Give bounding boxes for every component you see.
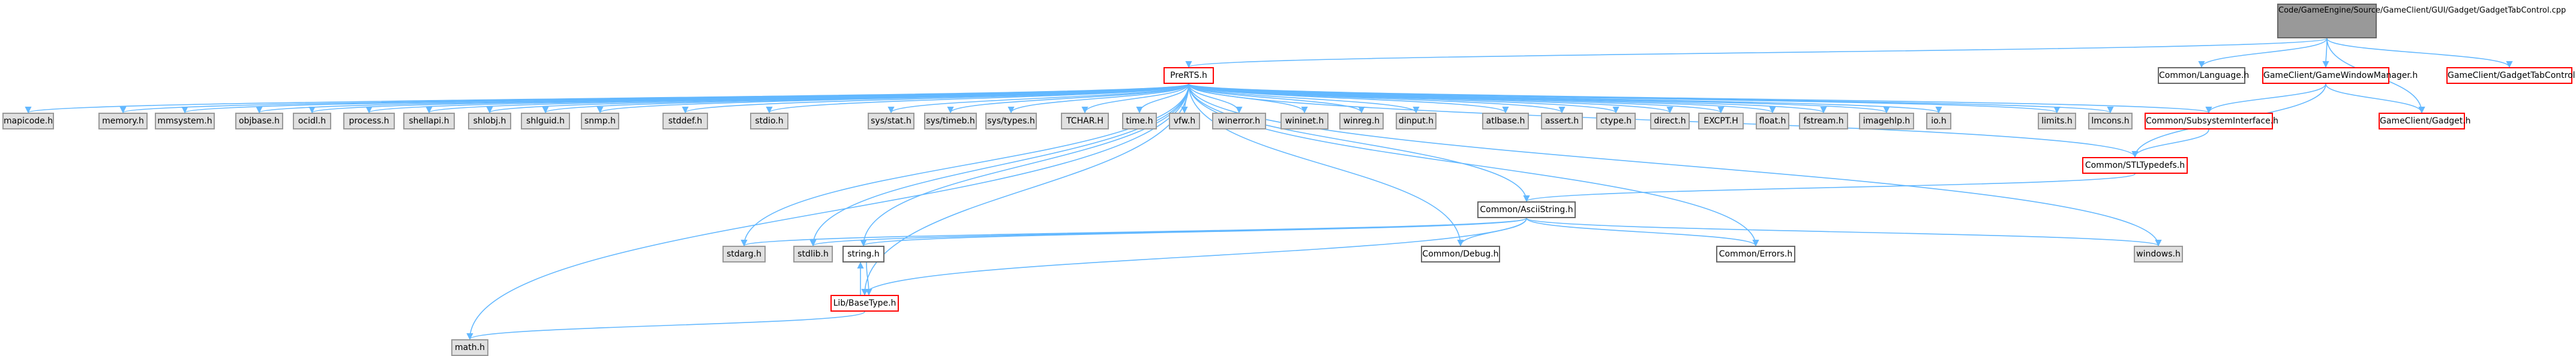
node-common-stltypedefs-h[interactable]: Common/STLTypedefs.h (2082, 157, 2188, 174)
edge-prerts-common-subsysteminterface-h (1188, 83, 2212, 114)
node-common-errors-h[interactable]: Common/Errors.h (1716, 246, 1795, 263)
node-gameclient-gadget-h[interactable]: GameClient/Gadget.h (2379, 113, 2471, 129)
edge-stl-asciistring (1523, 173, 2136, 203)
edge-prerts-stdio-h (766, 83, 1189, 114)
node-assert-h[interactable]: assert.h (1541, 113, 1583, 129)
edge-prerts-sys-timeb-h (947, 83, 1189, 114)
node-time-h[interactable]: time.h (1122, 113, 1157, 129)
edge-prerts-winreg-h (1188, 83, 1365, 114)
node-atlbase-h[interactable]: atlbase.h (1482, 113, 1529, 129)
node-fstream-h[interactable]: fstream.h (1799, 113, 1848, 129)
node-stdio-h[interactable]: stdio.h (750, 113, 788, 129)
edge-prerts-tchar-h (1081, 83, 1189, 114)
edge-ascii-common-errors-h (1526, 218, 1759, 247)
node-mapicode-h[interactable]: mapicode.h (2, 113, 54, 129)
node-tchar-h[interactable]: TCHAR.H (1061, 113, 1109, 129)
edge-subsys-stltypedefs (2131, 129, 2209, 158)
node-lmcons-h[interactable]: lmcons.h (2088, 113, 2133, 129)
edge-prerts-math-h (466, 83, 1189, 340)
node-sys-types-h[interactable]: sys/types.h (985, 113, 1037, 129)
node-common-debug-h[interactable]: Common/Debug.h (1421, 246, 1500, 263)
edge-ascii-string-h (860, 218, 1527, 247)
node-snmp-h[interactable]: snmp.h (581, 113, 619, 129)
node-memory-h[interactable]: memory.h (98, 113, 148, 129)
edge-prerts-winerror-h (1188, 83, 1243, 114)
edge-root-language (2198, 38, 2328, 68)
edge-prerts-common-asciistring-h (1188, 83, 1530, 203)
node-dinput-h[interactable]: dinput.h (1396, 113, 1437, 129)
edge-prerts-imagehlp-h (1188, 83, 1890, 114)
node-wininet-h[interactable]: wininet.h (1280, 113, 1329, 129)
node-ctype-h[interactable]: ctype.h (1596, 113, 1636, 129)
edge-root-gamewindowmanager (2322, 38, 2329, 68)
edge-prerts-dinput-h (1188, 83, 1420, 114)
node-io-h[interactable]: io.h (1926, 113, 1951, 129)
edge-root-gadgettabcontrol (2326, 38, 2513, 68)
node-stdarg-h[interactable]: stdarg.h (722, 246, 766, 263)
edge-prerts-string-h (860, 83, 1189, 247)
node-gameclient-gadgettabcontrol-h[interactable]: GameClient/GadgetTabControl.h (2446, 67, 2576, 84)
edge-prerts-windows-h (1188, 83, 2162, 247)
edge-gwm-subsys (2205, 83, 2326, 114)
node-winerror-h[interactable]: winerror.h (1212, 113, 1266, 129)
edge-prerts-mapicode-h (25, 83, 1189, 114)
edge-basetype-math (466, 311, 865, 340)
edge-string-basetype (865, 262, 872, 296)
node-sys-stat-h[interactable]: sys/stat.h (868, 113, 914, 129)
node-objbase-h[interactable]: objbase.h (235, 113, 283, 129)
node-common-language-h[interactable]: Common/Language.h (2158, 67, 2249, 84)
node-shlguid-h[interactable]: shlguid.h (521, 113, 570, 129)
edge-ascii-lib-basetype-h (861, 218, 1527, 296)
node-limits-h[interactable]: limits.h (2038, 113, 2076, 129)
node-process-h[interactable]: process.h (343, 113, 395, 129)
node-common-asciistring-h[interactable]: Common/AsciiString.h (1477, 201, 1576, 218)
edge-prerts-ocidl-h (309, 83, 1189, 114)
edge-prerts-stdlib-h (809, 83, 1189, 247)
node-windows-h[interactable]: windows.h (2134, 246, 2183, 263)
node-string-h[interactable]: string.h (842, 246, 884, 263)
node-math-h[interactable]: math.h (451, 339, 488, 356)
node-gameclient-gamewindowmanager-h[interactable]: GameClient/GameWindowManager.h (2262, 67, 2418, 84)
node-sys-timeb-h[interactable]: sys/timeb.h (924, 113, 977, 129)
edge-prerts-sys-types-h (1007, 83, 1189, 114)
edge-prerts-common-debug-h (1188, 83, 1464, 247)
node-root-file[interactable]: Code/GameEngine/Source/GameClient/GUI/Ga… (2277, 4, 2566, 38)
edge-prerts-lmcons-h (1188, 83, 2113, 114)
node-excpt-h[interactable]: EXCPT.H (1698, 113, 1744, 129)
node-float-h[interactable]: float.h (1756, 113, 1789, 129)
edge-prerts-sys-stat-h (887, 83, 1189, 114)
node-shlobj-h[interactable]: shlobj.h (468, 113, 511, 129)
node-imagehlp-h[interactable]: imagehlp.h (1859, 113, 1914, 129)
node-winreg-h[interactable]: winreg.h (1339, 113, 1384, 129)
node-mmsystem-h[interactable]: mmsystem.h (155, 113, 215, 129)
edge-ascii-windows-h (1526, 218, 2162, 247)
edge-prerts-stddef-h (682, 83, 1189, 114)
node-direct-h[interactable]: direct.h (1650, 113, 1690, 129)
node-stdlib-h[interactable]: stdlib.h (793, 246, 833, 263)
edge-ascii-stdarg-h (740, 218, 1527, 247)
edge-prerts-stdarg-h (740, 83, 1189, 247)
node-stddef-h[interactable]: stddef.h (662, 113, 708, 129)
edge-root-prerts (1186, 38, 2328, 68)
edge-prerts-time-h (1136, 83, 1189, 114)
node-prerts-h[interactable]: PreRTS.h (1163, 67, 1214, 84)
node-ocidl-h[interactable]: ocidl.h (293, 113, 331, 129)
node-vfw-h[interactable]: vfw.h (1169, 113, 1200, 129)
node-common-subsysteminterface-h[interactable]: Common/SubsystemInterface.h (2145, 113, 2278, 129)
edge-gwm-gadget (2325, 83, 2425, 114)
node-lib-basetype-h[interactable]: Lib/BaseType.h (830, 295, 899, 312)
node-shellapi-h[interactable]: shellapi.h (403, 113, 455, 129)
